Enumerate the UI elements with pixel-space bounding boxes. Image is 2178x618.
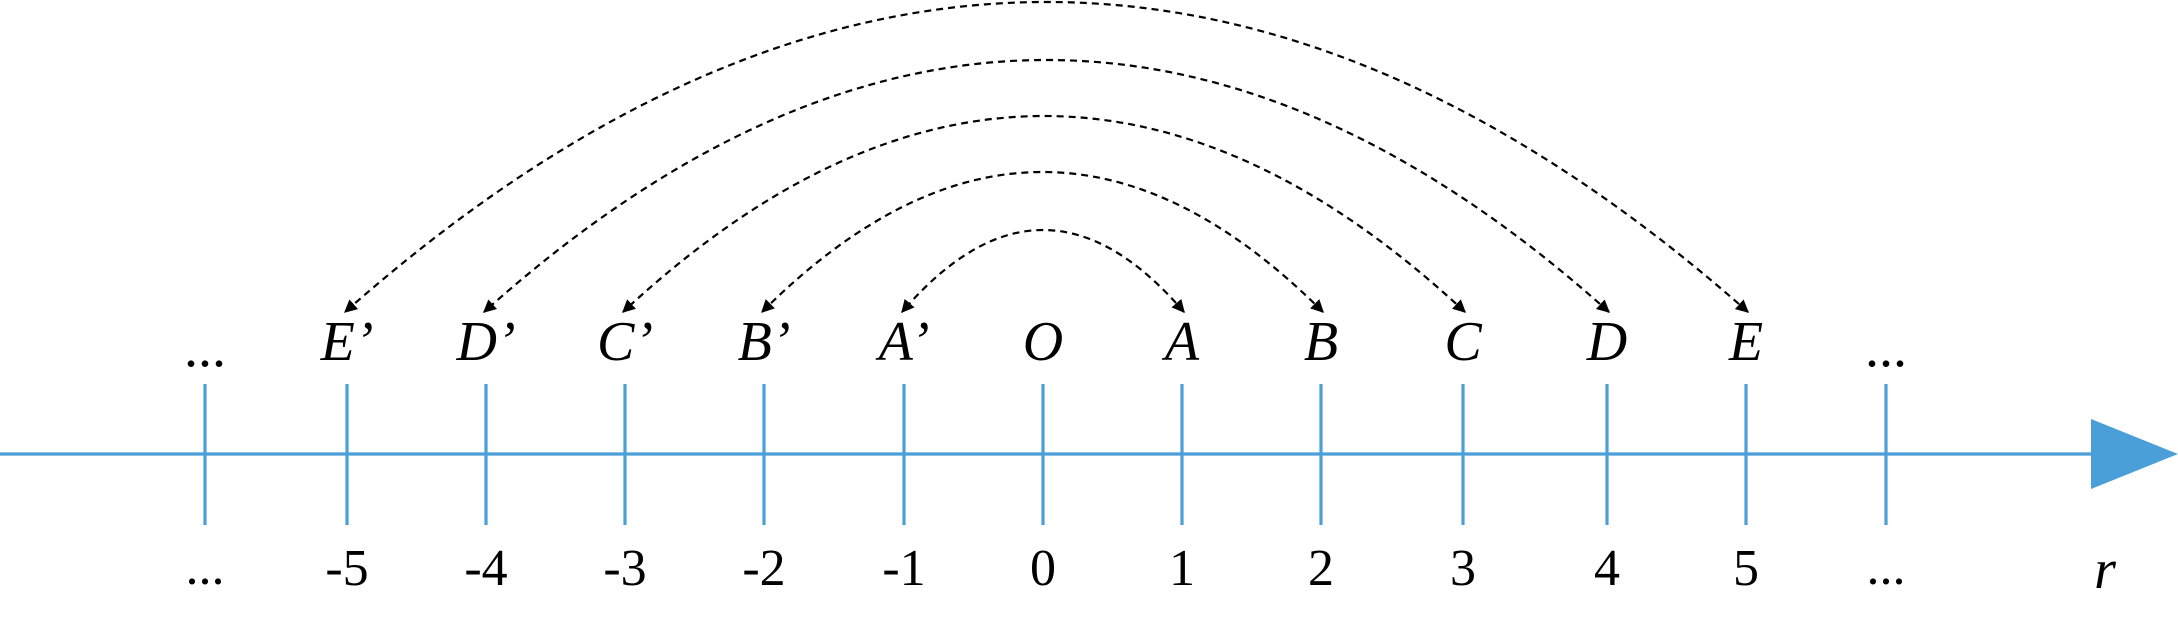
reflection-arc-5 [344, 0, 1749, 313]
number-label: -5 [325, 540, 368, 597]
point-label: C [1444, 311, 1482, 373]
number-label: -1 [882, 540, 925, 597]
reflection-arc-2 [761, 171, 1324, 313]
number-label: 3 [1450, 540, 1476, 597]
number-label: 2 [1308, 540, 1334, 597]
number-label: 0 [1030, 540, 1056, 597]
point-label: D’ [455, 311, 515, 373]
ellipsis-point-label: ... [184, 317, 226, 379]
number-label: -2 [742, 540, 785, 597]
ellipsis-number-label: ... [186, 539, 225, 596]
point-label: D [1586, 311, 1627, 373]
reflection-arc-3 [622, 115, 1466, 313]
point-label: E [1728, 311, 1763, 373]
number-label: -3 [603, 540, 646, 597]
ellipsis-point-label: ... [1865, 317, 1907, 379]
number-label: 5 [1733, 540, 1759, 597]
axis-arrow-icon [2091, 419, 2178, 489]
axis-name-label: r [2094, 539, 2116, 601]
ellipsis-number-label: ... [1867, 539, 1906, 596]
axis-ticks: ...... E’ -5 D’ -4 C’ -3 B’ -2 A’ -1 O 0 A 1 B 2 C 3 D 4 E 5..… [184, 311, 1907, 597]
point-label: C’ [597, 311, 653, 373]
point-label: B’ [738, 311, 791, 373]
point-label: B [1304, 311, 1338, 373]
reflection-arc-4 [483, 58, 1610, 313]
point-label: A [1161, 311, 1200, 373]
point-label: E’ [320, 311, 374, 373]
point-label: O [1023, 311, 1063, 373]
number-label: -4 [464, 540, 507, 597]
number-label: 1 [1169, 540, 1195, 597]
number-label: 4 [1594, 540, 1620, 597]
point-label: A’ [875, 311, 930, 373]
reflection-arc-1 [901, 228, 1185, 313]
reflection-arcs [344, 0, 1749, 313]
